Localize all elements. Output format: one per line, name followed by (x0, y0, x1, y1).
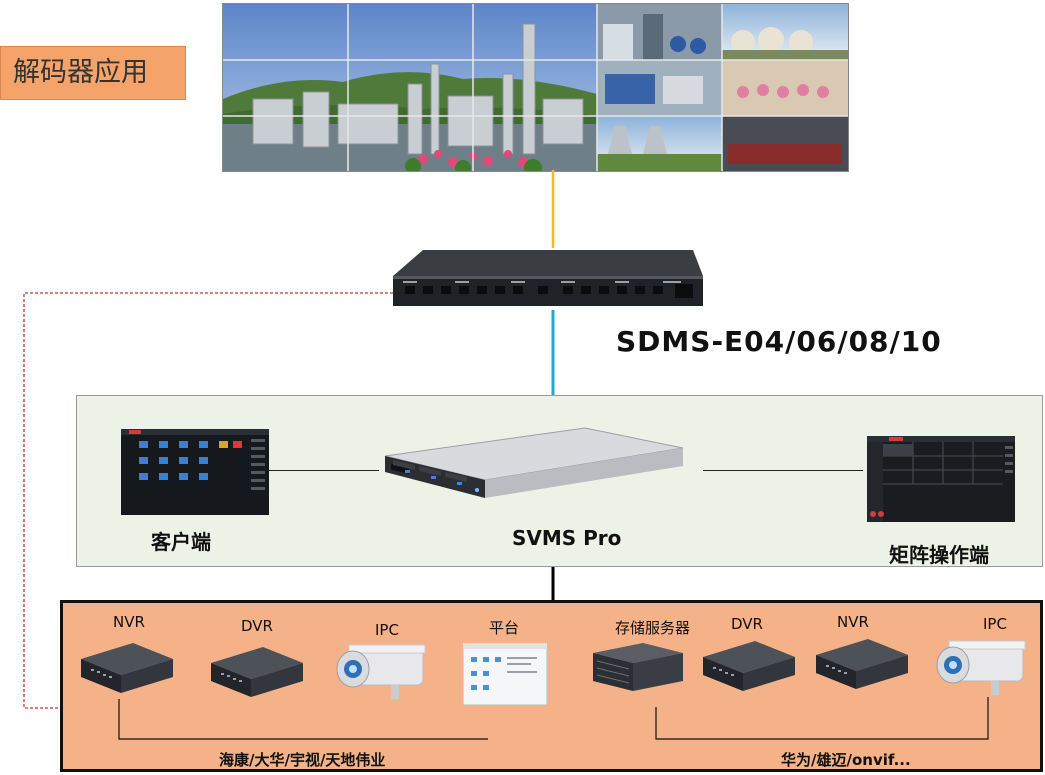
storage-server-icon (593, 643, 683, 691)
device-label-storage: 存储服务器 (615, 619, 691, 637)
nvr-icon (81, 643, 173, 693)
matrix-screen (867, 436, 1015, 522)
dashed-device-link (23, 292, 393, 709)
rack-server-icon (385, 427, 684, 498)
device-label-dvr-1: DVR (241, 617, 273, 635)
server-matrix-link (703, 470, 863, 471)
server-label: SVMS Pro (512, 526, 622, 550)
matrix-label: 矩阵操作端 (889, 543, 989, 567)
platform-screen-icon (463, 643, 547, 705)
dvr-icon (211, 647, 303, 697)
device-label-ipc-2: IPC (983, 615, 1007, 633)
platform-screen (463, 643, 547, 705)
devices-panel: NVR DVR IPC 平台 存储服务器 DVR NVR IPC (60, 600, 1043, 772)
brands-right-label: 华为/雄迈/onvif... (781, 751, 911, 769)
platform-panel: 客户端 SVMS Pro (76, 395, 1043, 567)
nvr-device-2 (816, 637, 908, 691)
video-wall-image (223, 4, 848, 171)
client-label: 客户端 (151, 530, 211, 554)
device-label-platform: 平台 (489, 619, 520, 637)
device-label-ipc-1: IPC (375, 621, 399, 639)
decoder-device (393, 248, 703, 308)
client-screen-icon (121, 429, 269, 515)
ipc-camera-icon (336, 644, 426, 699)
client-server-link (269, 470, 379, 471)
nvr-icon (816, 639, 908, 689)
ipc-camera-1 (331, 643, 431, 703)
device-bracket-lines (118, 697, 989, 740)
ipc-camera-2 (931, 639, 1031, 699)
device-label-nvr-2: NVR (837, 613, 869, 631)
storage-server (593, 641, 683, 693)
decoder-icon (393, 250, 703, 306)
dvr-icon (703, 641, 795, 691)
nvr-device-1 (81, 641, 173, 695)
brands-left-label: 海康/大华/宇视/天地伟业 (219, 751, 386, 769)
device-label-dvr-2: DVR (731, 615, 763, 633)
device-label-nvr-1: NVR (113, 613, 145, 631)
decoder-model-label: SDMS-E04/06/08/10 (616, 325, 942, 358)
matrix-screen-icon (867, 436, 1015, 522)
video-wall (222, 3, 849, 172)
dvr-device-1 (211, 645, 303, 699)
dvr-device-2 (703, 639, 795, 693)
title-badge: 解码器应用 (0, 46, 186, 100)
client-screen (121, 429, 269, 515)
svms-server (385, 426, 685, 511)
ipc-camera-icon (936, 640, 1026, 695)
